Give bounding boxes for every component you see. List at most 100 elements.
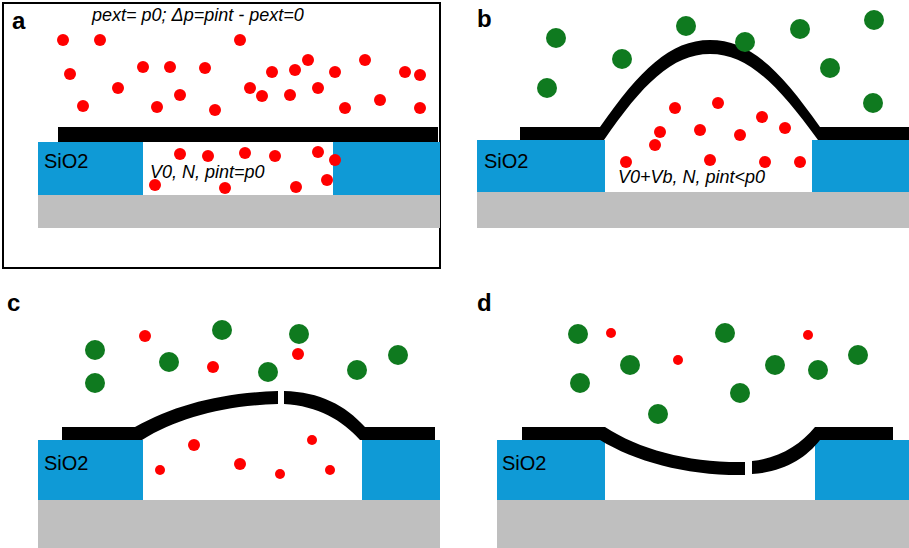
device-drawing bbox=[3, 3, 909, 548]
gas-molecule bbox=[219, 182, 231, 194]
gas-molecule bbox=[207, 361, 219, 373]
gas-molecule bbox=[290, 181, 302, 193]
substrate bbox=[38, 195, 440, 228]
gas-molecule bbox=[239, 147, 251, 159]
membrane bbox=[58, 127, 438, 142]
external-molecule bbox=[289, 324, 309, 344]
gas-molecule bbox=[209, 104, 221, 116]
panel-letter: b bbox=[477, 6, 492, 32]
gas-molecule bbox=[414, 69, 426, 81]
oxide-layer bbox=[812, 140, 909, 192]
external-molecule bbox=[347, 360, 367, 380]
gas-molecule bbox=[234, 458, 246, 470]
external-molecule bbox=[715, 323, 735, 343]
gas-molecule bbox=[302, 54, 314, 66]
cavity-state: V0, N, pint=p0 bbox=[150, 163, 265, 183]
gas-molecule bbox=[307, 435, 317, 445]
panel-letter: c bbox=[7, 290, 20, 316]
gas-molecule bbox=[164, 61, 176, 73]
gas-molecule bbox=[202, 150, 214, 162]
gas-molecule bbox=[325, 465, 335, 475]
external-molecule bbox=[612, 49, 632, 69]
oxide-layer bbox=[38, 142, 143, 195]
gas-molecule bbox=[339, 102, 351, 114]
gas-molecule bbox=[673, 355, 683, 365]
gas-molecules bbox=[57, 10, 884, 479]
membrane bbox=[522, 427, 745, 475]
gas-molecule bbox=[155, 465, 165, 475]
oxide-layer bbox=[362, 440, 440, 500]
membrane bbox=[284, 391, 435, 440]
external-molecule bbox=[537, 78, 557, 98]
external-molecule bbox=[85, 340, 105, 360]
gas-molecule bbox=[139, 330, 151, 342]
external-molecule bbox=[159, 352, 179, 372]
external-molecule bbox=[570, 373, 590, 393]
gas-molecule bbox=[712, 97, 724, 109]
gas-molecule bbox=[188, 439, 200, 451]
gas-molecule bbox=[137, 61, 149, 73]
panel-frame bbox=[3, 3, 440, 268]
gas-molecule bbox=[57, 34, 69, 46]
gas-molecule bbox=[174, 89, 186, 101]
external-molecule bbox=[258, 362, 278, 382]
external-molecule bbox=[765, 355, 785, 375]
external-molecule bbox=[388, 345, 408, 365]
external-molecule bbox=[735, 32, 755, 52]
gas-molecule bbox=[174, 148, 186, 160]
oxide-layer bbox=[815, 440, 909, 500]
gas-molecule bbox=[399, 66, 411, 78]
gas-molecule bbox=[94, 34, 106, 46]
oxide-layer bbox=[477, 140, 605, 192]
gas-molecule bbox=[329, 154, 341, 166]
gas-molecule bbox=[77, 100, 89, 112]
gas-molecule bbox=[374, 94, 386, 106]
external-molecule bbox=[620, 355, 640, 375]
gas-molecule bbox=[199, 62, 211, 74]
membrane bbox=[62, 391, 278, 440]
gas-molecule bbox=[694, 124, 706, 136]
gas-molecule bbox=[329, 66, 341, 78]
gas-molecule bbox=[779, 122, 791, 134]
oxide-label: SiO2 bbox=[484, 150, 528, 172]
gas-molecule bbox=[734, 129, 746, 141]
gas-molecule bbox=[266, 66, 278, 78]
gas-molecule bbox=[794, 156, 806, 168]
external-molecule bbox=[864, 10, 884, 30]
pressure-equation: pext= p0; Δp=pint - pext=0 bbox=[92, 6, 304, 26]
external-molecule bbox=[212, 320, 232, 340]
gas-molecule bbox=[112, 82, 124, 94]
external-molecule bbox=[790, 19, 810, 39]
oxide-layer bbox=[497, 440, 605, 500]
external-molecule bbox=[730, 383, 750, 403]
cavity-state: V0+Vb, N, pint<p0 bbox=[618, 168, 765, 188]
gas-molecule bbox=[756, 111, 768, 123]
oxide-label: SiO2 bbox=[502, 452, 546, 474]
external-molecule bbox=[85, 373, 105, 393]
gas-molecule bbox=[359, 54, 371, 66]
substrate bbox=[477, 192, 909, 228]
external-molecule bbox=[863, 93, 883, 113]
gas-molecule bbox=[244, 82, 256, 94]
external-molecule bbox=[676, 16, 696, 36]
oxide-label: SiO2 bbox=[44, 452, 88, 474]
gas-molecule bbox=[321, 174, 333, 186]
external-molecule bbox=[820, 58, 840, 78]
gas-molecule bbox=[414, 102, 426, 114]
panel-letter: a bbox=[12, 8, 25, 34]
gas-molecule bbox=[284, 89, 296, 101]
oxide-layer bbox=[333, 142, 440, 195]
gas-molecule bbox=[234, 34, 246, 46]
external-molecule bbox=[568, 324, 588, 344]
oxide-label: SiO2 bbox=[44, 150, 88, 172]
gas-molecule bbox=[669, 102, 681, 114]
external-molecule bbox=[848, 345, 868, 365]
substrate bbox=[497, 500, 909, 548]
gas-molecule bbox=[256, 90, 268, 102]
gas-molecule bbox=[151, 101, 163, 113]
panel-letter: d bbox=[477, 290, 492, 316]
gas-molecule bbox=[654, 126, 666, 138]
gas-molecule bbox=[704, 154, 716, 166]
gas-molecule bbox=[312, 82, 324, 94]
